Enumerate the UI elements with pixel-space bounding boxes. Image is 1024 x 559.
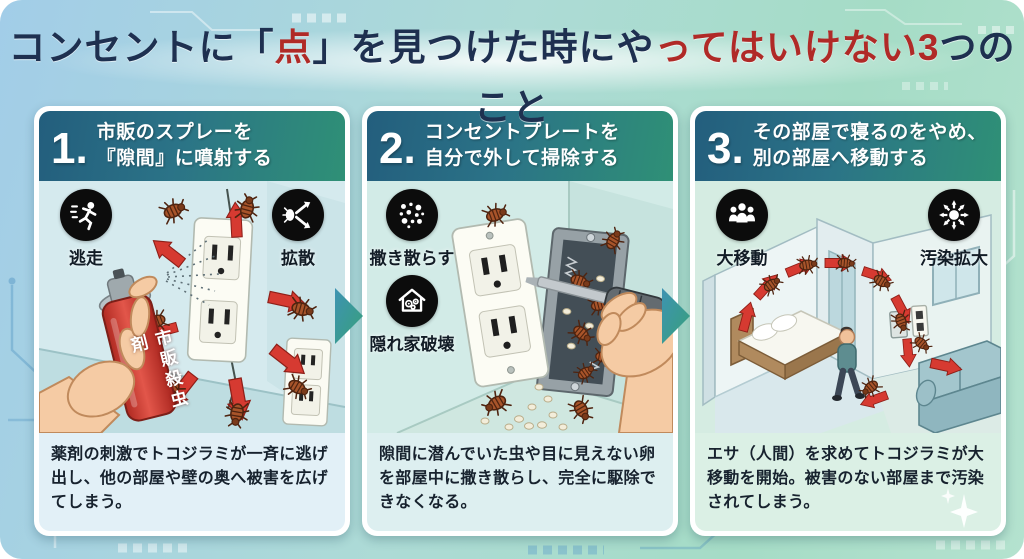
panel-2-heading: コンセントプレートを 自分で外して掃除する <box>425 120 620 171</box>
spread-badge-label: 拡散 <box>281 249 315 268</box>
hideout-destroyed-icon <box>386 275 438 327</box>
migration-badge-label: 大移動 <box>716 249 768 268</box>
flow-arrow-1-icon <box>335 288 363 344</box>
scatter-dots-icon <box>386 189 438 241</box>
panel-3-heading-line1: その部屋で寝るのをやめ、 <box>752 122 987 144</box>
contamination-spread-icon <box>928 189 980 241</box>
panel-2-header: 2. コンセントプレートを 自分で外して掃除する <box>367 111 673 181</box>
panel-3-move-rooms: 3. その部屋で寝るのをやめ、 別の部屋へ移動する <box>690 106 1006 536</box>
bug-spread-arrows-icon <box>272 189 324 241</box>
spray-outlet-scene <box>39 181 345 433</box>
title-segment: 」を見つけた時にや <box>312 27 655 68</box>
panel-3-number: 3. <box>707 124 744 173</box>
title-segment-red: 点 <box>274 27 313 68</box>
panel-2-caption: 隙間に潜んでいた虫や目に見えない卵を部屋中に撒き散らし、完全に駆除できなくなる。 <box>367 433 673 531</box>
title-segment: コンセントに「 <box>8 27 275 68</box>
panel-3-header: 3. その部屋で寝るのをやめ、 別の部屋へ移動する <box>695 111 1001 181</box>
poster-title: コンセントに「点」を見つけた時にやってはいけない3つのこと <box>0 18 1024 138</box>
panel-1-heading-line2: 『隙間』に噴射する <box>96 148 273 169</box>
escape-badge-label: 逃走 <box>69 249 103 268</box>
panel-1-caption: 薬剤の刺激でトコジラミが一斉に逃げ出し、他の部屋や壁の奥へ被害を広げてしまう。 <box>39 433 345 531</box>
flow-arrow-2-icon <box>662 288 690 344</box>
panel-2-heading-line2: 自分で外して掃除する <box>424 148 620 169</box>
migration-badge: 大移動 <box>703 189 781 269</box>
escape-badge: 逃走 <box>47 189 125 269</box>
hideout-badge: 隠れ家破壊 <box>370 275 455 355</box>
panel-1-header: 1. 市販のスプレーを 『隙間』に噴射する <box>39 111 345 181</box>
scatter-badge-label: 撒き散らす <box>369 249 455 268</box>
title-segment: つのこと <box>474 27 1016 128</box>
spread-badge: 拡散 <box>259 189 337 269</box>
title-segment-red: ってはいけない3 <box>654 27 940 68</box>
scatter-badge: 撒き散らす <box>370 189 454 269</box>
plate-removal-scene <box>367 181 673 433</box>
panel-1-heading-line1: 市販のスプレーを <box>96 122 253 144</box>
running-escape-icon <box>60 189 112 241</box>
panel-3-illustration: 大移動 <box>695 181 1001 433</box>
walking-person <box>832 326 865 401</box>
contamination-badge: 汚染拡大 <box>915 189 993 269</box>
panel-2-number: 2. <box>379 124 416 173</box>
crowd-migration-icon <box>716 189 768 241</box>
panel-2-heading-line1: コンセントプレートを <box>424 122 620 144</box>
sparkle-icon <box>941 488 978 528</box>
panel-2-plate-removal: 2. コンセントプレートを 自分で外して掃除する <box>362 106 678 536</box>
panel-3-heading: その部屋で寝るのをやめ、 別の部屋へ移動する <box>753 120 987 171</box>
panel-1-heading: 市販のスプレーを 『隙間』に噴射する <box>97 120 273 171</box>
panel-1-number: 1. <box>51 124 88 173</box>
contamination-badge-label: 汚染拡大 <box>920 249 988 268</box>
hideout-badge-label: 隠れ家破壊 <box>369 335 455 354</box>
poster-title-area: コンセントに「点」を見つけた時にやってはいけない3つのこと <box>0 18 1024 138</box>
title-glow-decoration <box>40 28 984 94</box>
panel-1-spray: 1. 市販のスプレーを 『隙間』に噴射する <box>34 106 350 536</box>
panel-2-illustration: 撒き散らす 隠れ家破壊 <box>367 181 673 433</box>
panel-3-heading-line2: 別の部屋へ移動する <box>752 148 929 169</box>
panel-1-illustration: 市販殺虫剤 逃走 <box>39 181 345 433</box>
panel-3-caption: エサ（人間）を求めてトコジラミが大移動を開始。被害のない部屋まで汚染されてしまう… <box>695 433 1001 531</box>
